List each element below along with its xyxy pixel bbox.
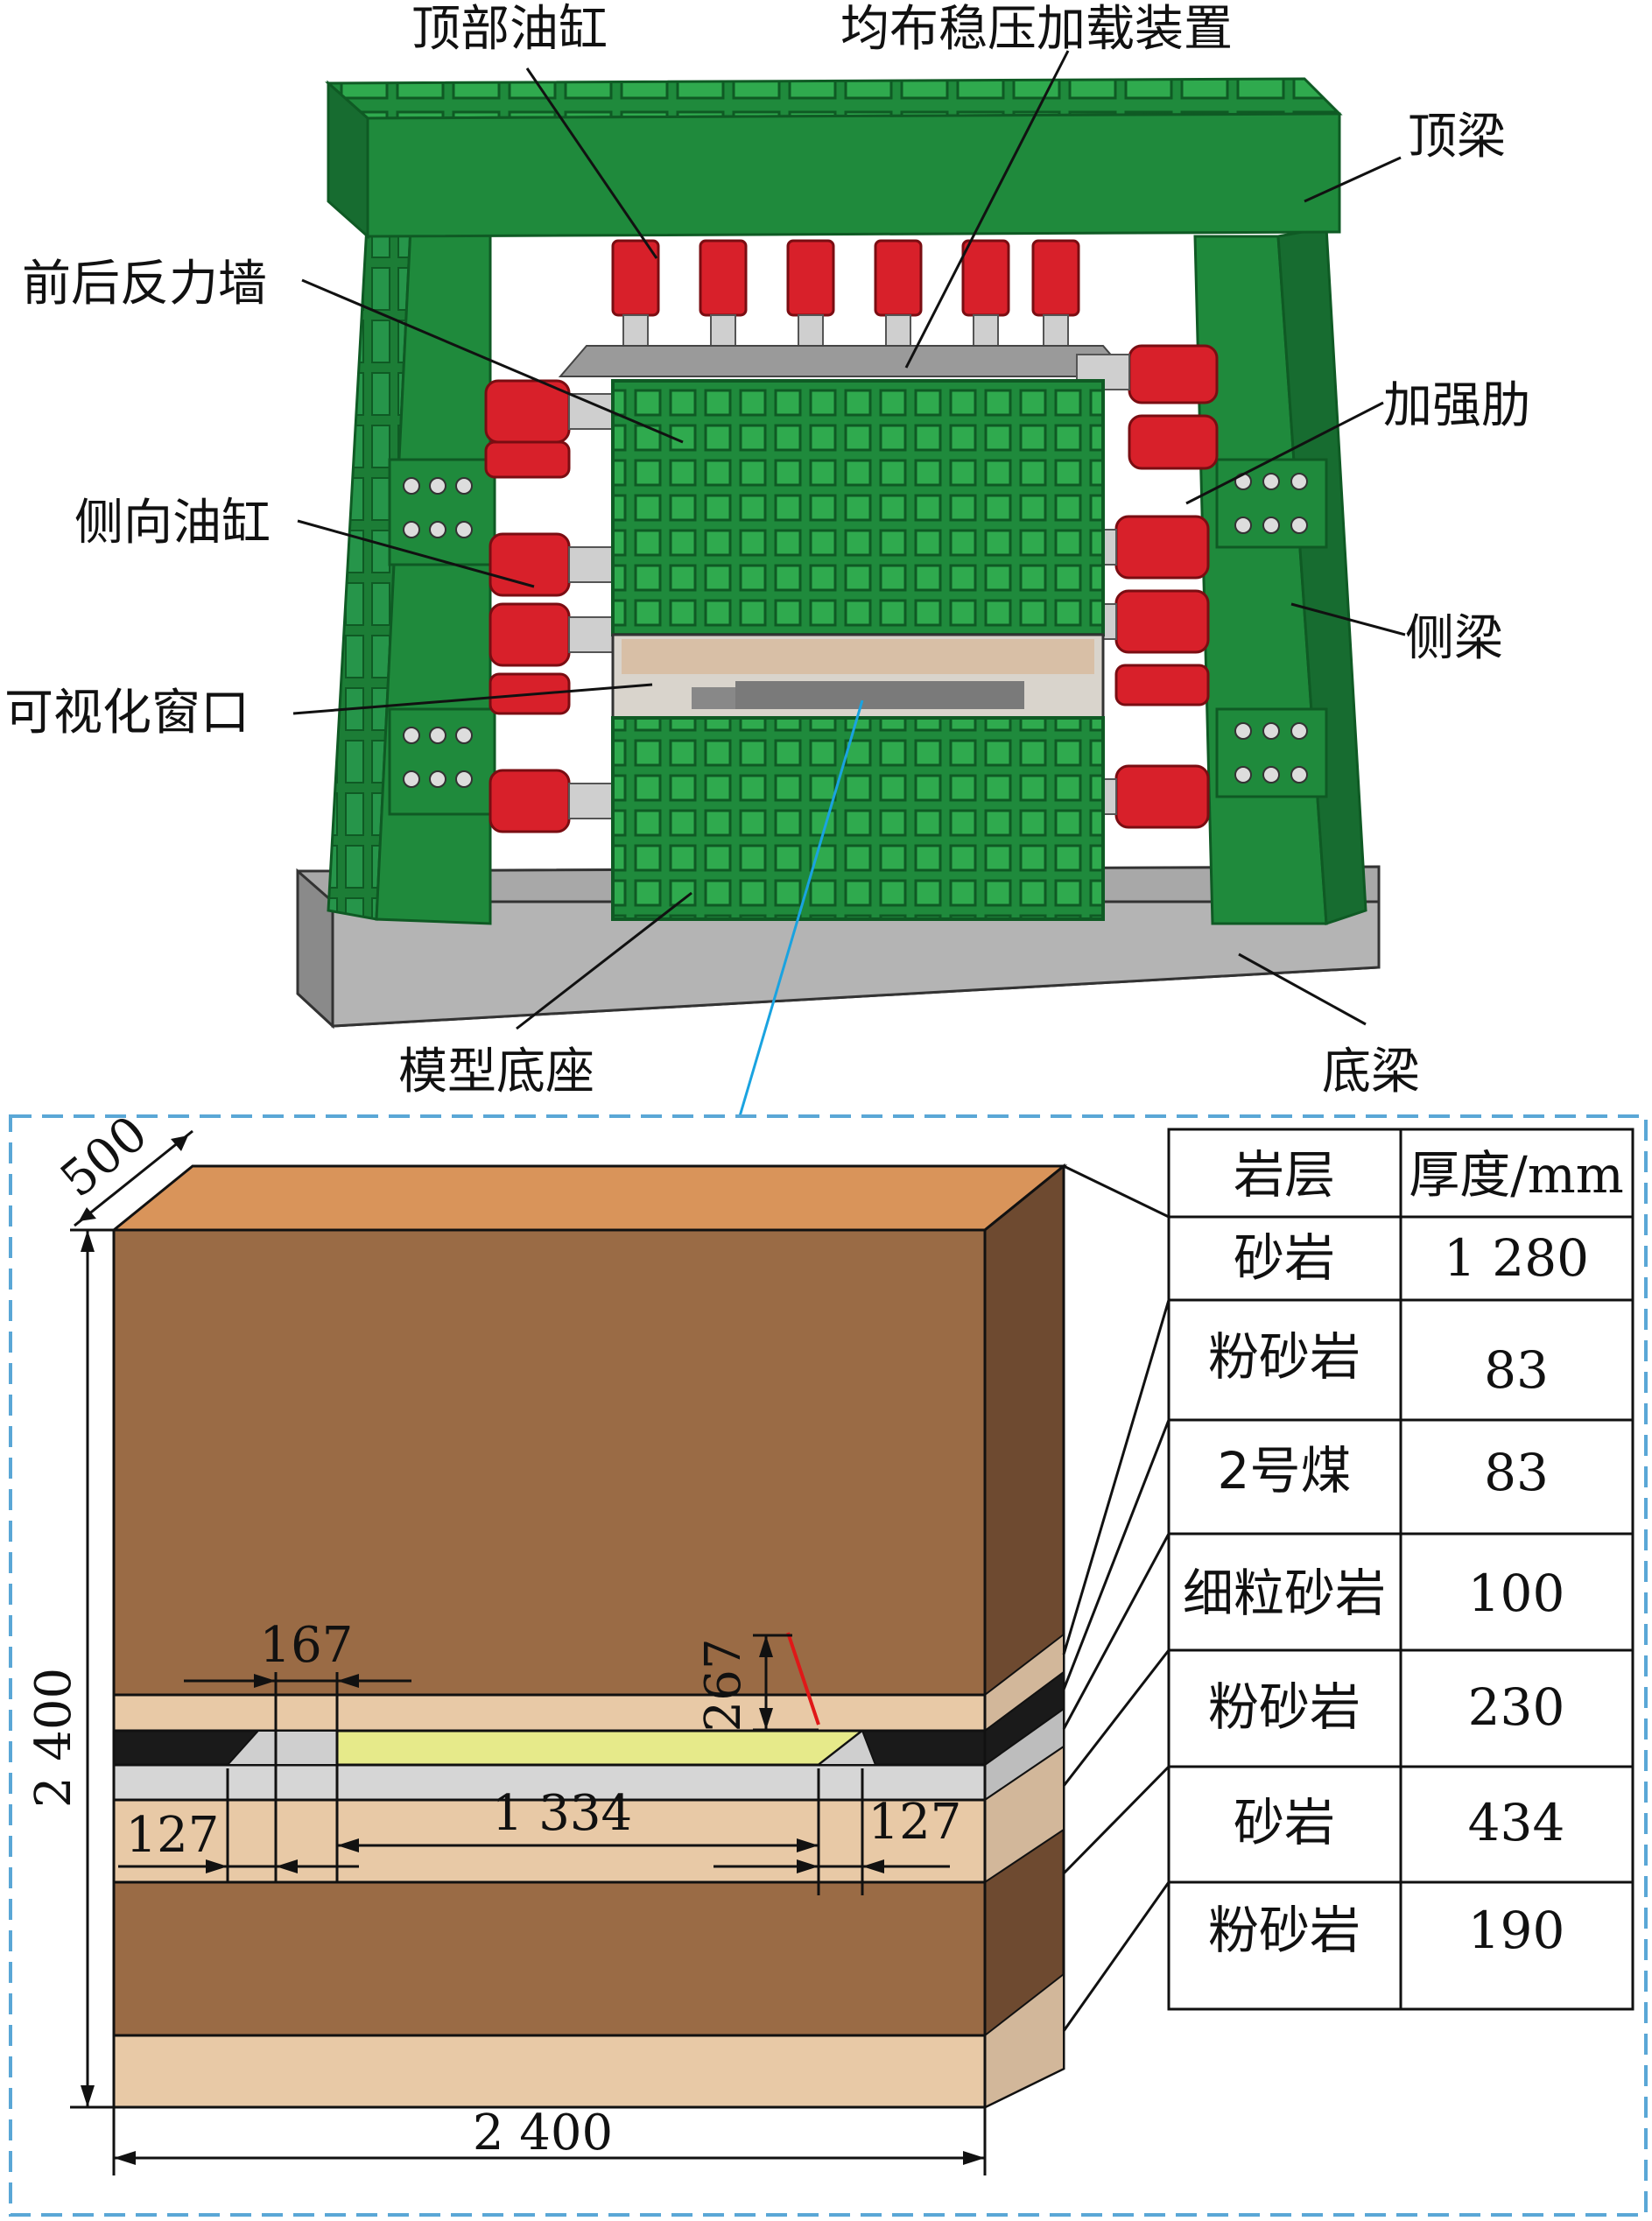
right-side-beam (1193, 226, 1367, 926)
label-stiffener: 加强肋 (1383, 377, 1530, 434)
left-stiffener-plates (388, 458, 496, 816)
table-header-layer: 岩层 (1234, 1145, 1335, 1205)
block-right-face (983, 1163, 1065, 2110)
front-face-strata (112, 1228, 987, 2109)
label-reaction-wall: 前后反力墙 (22, 256, 267, 313)
dim-pillar-top: 167 (260, 1617, 354, 1674)
table-row-3-thickness: 83 (1484, 1443, 1549, 1502)
table-row-5-thickness: 230 (1468, 1677, 1565, 1737)
top-cylinders (558, 239, 1132, 377)
reaction-wall (611, 379, 1105, 921)
label-uniform-loading-device: 均布稳压加载装置 (840, 1, 1233, 58)
table-row-1-thickness: 1 280 (1444, 1228, 1589, 1288)
rig-leader-lines (292, 50, 1406, 1030)
left-side-cylinders (484, 379, 618, 833)
table-row-1-layer: 砂岩 (1234, 1228, 1335, 1288)
label-top-cylinder: 顶部油缸 (411, 1, 608, 58)
block-top-face (109, 1164, 1068, 1232)
label-visual-window: 可视化窗口 (4, 685, 250, 742)
label-model-base: 模型底座 (398, 1044, 594, 1100)
table-row-6-thickness: 434 (1468, 1793, 1565, 1852)
top-beam (325, 77, 1343, 240)
table-connector-lines (1062, 1164, 1170, 2032)
label-top-beam: 顶梁 (1408, 109, 1506, 165)
dim-left-bottom: 127 (126, 1807, 220, 1864)
detail-leader-line (738, 699, 864, 1117)
dimension-lines (70, 1129, 987, 2175)
loading-rig-diagram: 顶部油缸 均布稳压加载装置 顶梁 前后反力墙 加强肋 侧向油缸 侧梁 可视化窗口… (4, 1, 1530, 1117)
table-row-4-layer: 细粒砂岩 (1183, 1564, 1386, 1623)
table-row-2-layer: 粉砂岩 (1208, 1327, 1360, 1387)
table-row-3-layer: 2号煤 (1218, 1441, 1352, 1501)
detail-frame (9, 1114, 1648, 2217)
strata-table: 岩层 厚度/mm 砂岩 1 280 粉砂岩 83 2号煤 83 细粒砂岩 100… (1167, 1128, 1634, 2011)
table-row-4-thickness: 100 (1468, 1564, 1565, 1623)
table-row-5-layer: 粉砂岩 (1208, 1677, 1360, 1737)
label-bottom-beam: 底梁 (1322, 1044, 1420, 1100)
dim-height: 2 400 (25, 1668, 82, 1808)
strata-model-diagram: 500 2 400 2 400 167 267 127 1 334 127 岩层… (9, 1112, 1648, 2217)
label-side-cylinder: 侧向油缸 (74, 495, 271, 552)
dim-width: 2 400 (473, 2105, 613, 2161)
dimension-arrowheads (79, 1135, 985, 2165)
table-header-thickness: 厚度/mm (1409, 1145, 1624, 1205)
label-side-beam: 侧梁 (1405, 610, 1503, 667)
bottom-beam (296, 865, 1381, 1030)
table-row-6-layer: 砂岩 (1234, 1793, 1335, 1852)
left-bolts (403, 477, 473, 788)
dim-opening: 1 334 (492, 1785, 632, 1842)
dim-right-bottom: 127 (868, 1794, 962, 1851)
dim-roof-height: 267 (695, 1639, 752, 1733)
dim-depth: 500 (50, 1112, 158, 1209)
right-bolts (1234, 473, 1308, 784)
table-row-2-thickness: 83 (1484, 1340, 1549, 1400)
table-row-7-thickness: 190 (1468, 1901, 1565, 1960)
table-row-7-layer: 粉砂岩 (1208, 1901, 1360, 1960)
